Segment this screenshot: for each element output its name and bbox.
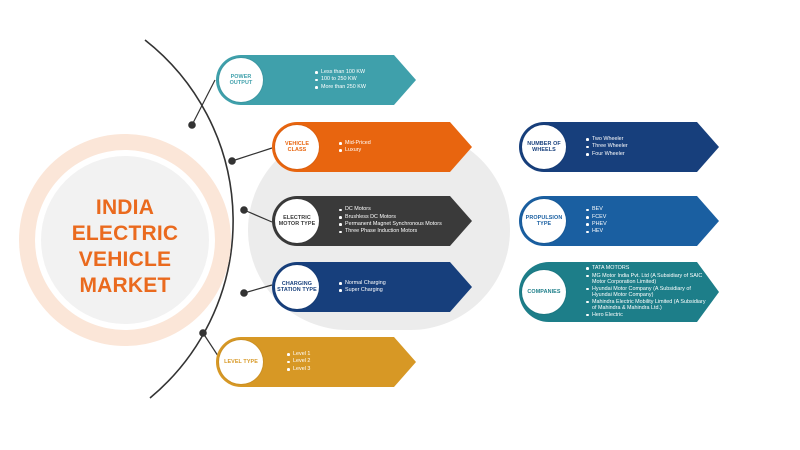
segment-arrow-shape [272, 262, 472, 312]
segment-arrow [272, 262, 472, 312]
segment-item: Three Phase Induction Motors [339, 228, 442, 235]
segment-arrow [216, 337, 416, 387]
connector-dot [240, 289, 248, 297]
segment-item: TATA MOTORS [586, 265, 710, 272]
segment-label: ELECTRIC MOTOR TYPE [275, 199, 319, 243]
segment-arrow [272, 196, 472, 246]
segment-label: NUMBER OF WHEELS [522, 125, 566, 169]
segment-label: PROPULSION TYPE [522, 199, 566, 243]
segment-label: CHARGING STATION TYPE [275, 265, 319, 309]
segment-arrow-shape [272, 196, 472, 246]
connector-dot [228, 157, 236, 165]
segment-item: BEV [586, 206, 607, 213]
connector-dot [240, 206, 248, 214]
segment-item: More than 250 KW [315, 84, 366, 91]
segment-item: Hero Electric [586, 312, 710, 319]
connector-dot [188, 121, 196, 129]
segment-item: Brushless DC Motors [339, 214, 442, 221]
segment-arrow-shape [519, 262, 719, 322]
segment-item: HEV [586, 228, 607, 235]
segment-item: Hyundai Motor Company (A Subsidiary of H… [586, 286, 710, 298]
segment-item: Level 3 [287, 366, 310, 373]
segment-item: Luxury [339, 147, 371, 154]
segment-arrow [519, 122, 719, 172]
segment-label: LEVEL TYPE [219, 340, 263, 384]
segment-item: Permanent Magnet Synchronous Motors [339, 221, 442, 228]
connector-arc [144, 39, 234, 399]
segment-item: Mahindra Electric Mobility Limited (A Su… [586, 299, 710, 311]
segment-item: Less than 100 KW [315, 69, 366, 76]
segment-item: Normal Charging [339, 280, 386, 287]
segment-item: PHEV [586, 221, 607, 228]
segment-arrow [519, 196, 719, 246]
title-circle-inner [41, 156, 209, 324]
segment-item: FCEV [586, 214, 607, 221]
segment-item: 100 to 250 KW [315, 76, 366, 83]
segment-arrow [519, 262, 719, 322]
segment-item: Two Wheeler [586, 136, 628, 143]
segment-item: Super Charging [339, 287, 386, 294]
connector-dot [199, 329, 207, 337]
segment-arrow-shape [519, 196, 719, 246]
segment-arrow-shape [272, 122, 472, 172]
segment-arrow-shape [216, 337, 416, 387]
market-title: INDIA ELECTRIC VEHICLE MARKET [71, 196, 179, 297]
segment-item: Mid-Priced [339, 140, 371, 147]
segment-item: DC Motors [339, 206, 442, 213]
segment-label: POWER OUTPUT [219, 58, 263, 102]
segment-label: VEHICLE CLASS [275, 125, 319, 169]
segment-item: Three Wheeler [586, 143, 628, 150]
segment-item: Level 2 [287, 358, 310, 365]
segment-label: COMPANIES [522, 270, 566, 314]
segment-arrow [272, 122, 472, 172]
segment-item: Four Wheeler [586, 151, 628, 158]
segment-arrow-shape [519, 122, 719, 172]
segment-item: Level 1 [287, 351, 310, 358]
segment-item: MG Motor India Pvt. Ltd (A Subsidiary of… [586, 273, 710, 285]
